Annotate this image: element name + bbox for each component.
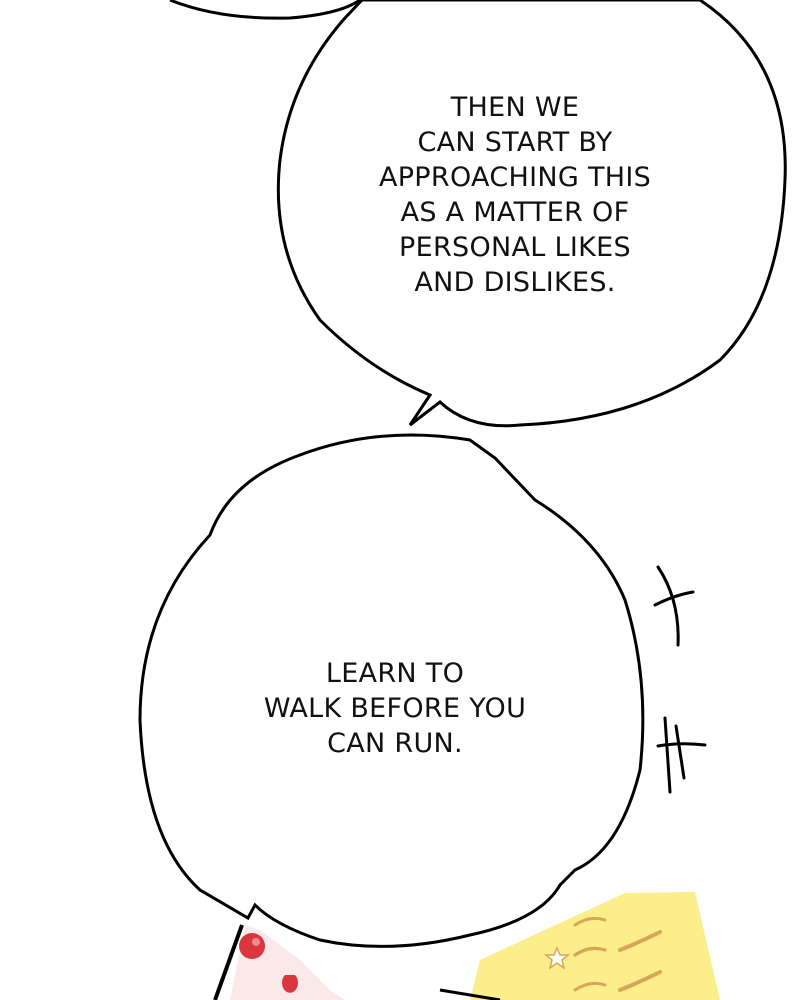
speech-bubble-2 [138,433,645,948]
speech-bubble-1 [276,0,787,428]
star-icon [543,946,571,970]
dialogue-line: AS A MATTER OF [400,197,630,228]
sparkle-streak [573,916,607,927]
strawberry [239,933,265,959]
strawberry-slice [282,975,298,993]
dialogue-line: PERSONAL LIKES [399,232,631,263]
panel-border [213,924,244,1000]
speech-bubble-1-text: THEN WE CAN START BY APPROACHING THIS AS… [330,90,700,300]
dialogue-line: APPROACHING THIS [378,162,652,193]
sparkle-streak [573,946,607,957]
tension-marks [653,565,707,794]
sparkle-streak [618,930,662,952]
bottom-illustration [213,892,720,1000]
dialogue-line: LEARN TO [325,658,465,689]
sparkle-streak [618,970,662,992]
dialogue-line: THEN WE [450,92,580,123]
dialogue-line: WALK BEFORE YOU [263,693,527,724]
speech-bubble-2-text: LEARN TO WALK BEFORE YOU CAN RUN. [220,656,570,761]
dialogue-line: CAN RUN. [327,728,463,759]
sparkle-streak [573,981,607,992]
dialogue-line: CAN START BY [417,127,613,158]
dialogue-line: AND DISLIKES. [414,267,616,298]
speech-bubble-top-remnant [169,0,361,20]
